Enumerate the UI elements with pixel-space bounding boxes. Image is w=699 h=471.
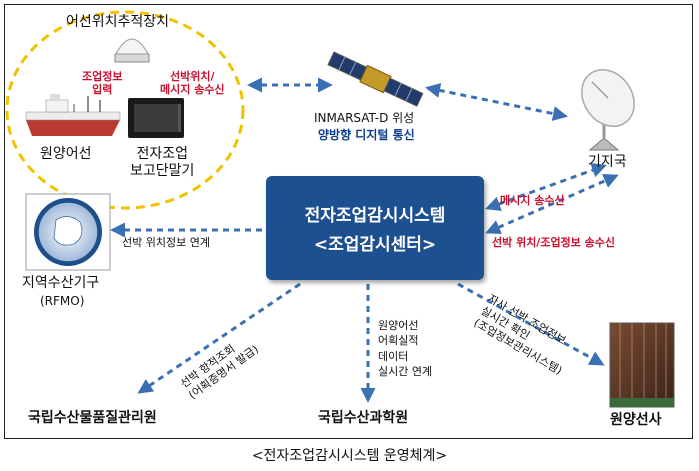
satellite-desc: 양방향 디지털 통신 [318,128,415,142]
science-link-line1: 원양어선 [378,319,419,332]
base-link-label-1: 메시지 송수신 [500,194,565,207]
terminal-label-line2: 보고단말기 [130,162,195,179]
arrow-center-base-2 [485,173,619,235]
science-institute-name: 국립수산과학원 [318,410,409,426]
center-title: 전자조업감시시스템 [304,206,446,226]
device-group-circle [5,10,245,210]
terminal-icon [128,98,184,138]
science-link-line2: 어획실적 [378,334,419,348]
terminal-label: 전자조업 보고단말기 [130,146,194,180]
satellite-icon [327,51,424,107]
transmit-label: 선박위치/ 메시지 송수신 [160,70,225,96]
input-label: 조업정보 입력 [82,70,122,96]
science-link-line3: 데이터 [378,349,409,363]
input-label-line2: 입력 [92,83,113,97]
arrow-center-base-1 [485,163,607,211]
fishing-vessel-icon [25,94,121,136]
rfmo-link-label: 선박 위치정보 연계 [122,236,210,249]
fishing-vessel-label: 원양어선 [40,146,92,162]
company-name: 원양선사 [610,412,662,428]
diagram-frame [4,4,693,439]
base-station-label: 기지국 [588,154,627,170]
transmit-label-line1: 선박위치/ [170,70,215,83]
device-group-label: 어선위치추적장치 [66,14,170,30]
quality-agency-name: 국립수산물품질관리원 [28,410,157,426]
input-label-line1: 조업정보 [82,70,123,83]
satellite-dish-icon [581,69,635,151]
transmit-label-line2: 메시지 송수신 [160,83,225,97]
terminal-label-line1: 전자조업 [136,146,188,162]
company-building-icon [609,322,675,408]
arrow-center-company [457,282,605,366]
science-link-label: 원양어선 어획실적 데이터 실시간 연계 [378,318,432,380]
science-link-line4: 실시간 연계 [378,365,433,379]
figure-caption: <전자조업감시시스템 운영체계> [251,448,448,464]
rfmo-abbr: (RFMO) [40,294,85,308]
rfmo-name: 지역수산기구 [22,275,100,291]
arrow-satellite-base [425,83,568,121]
monitoring-center-box: 전자조업감시시스템 <조업감시센터> [266,176,484,280]
center-subtitle: <조업감시센터> [313,235,437,255]
rfmo-logo-icon [25,193,111,271]
connection-arrows [110,77,619,403]
position-tracker-icon [114,38,150,63]
base-link-label-2: 선박 위치/조업정보 송수신 [492,236,615,249]
satellite-name: INMARSAT-D 위성 [314,111,415,125]
